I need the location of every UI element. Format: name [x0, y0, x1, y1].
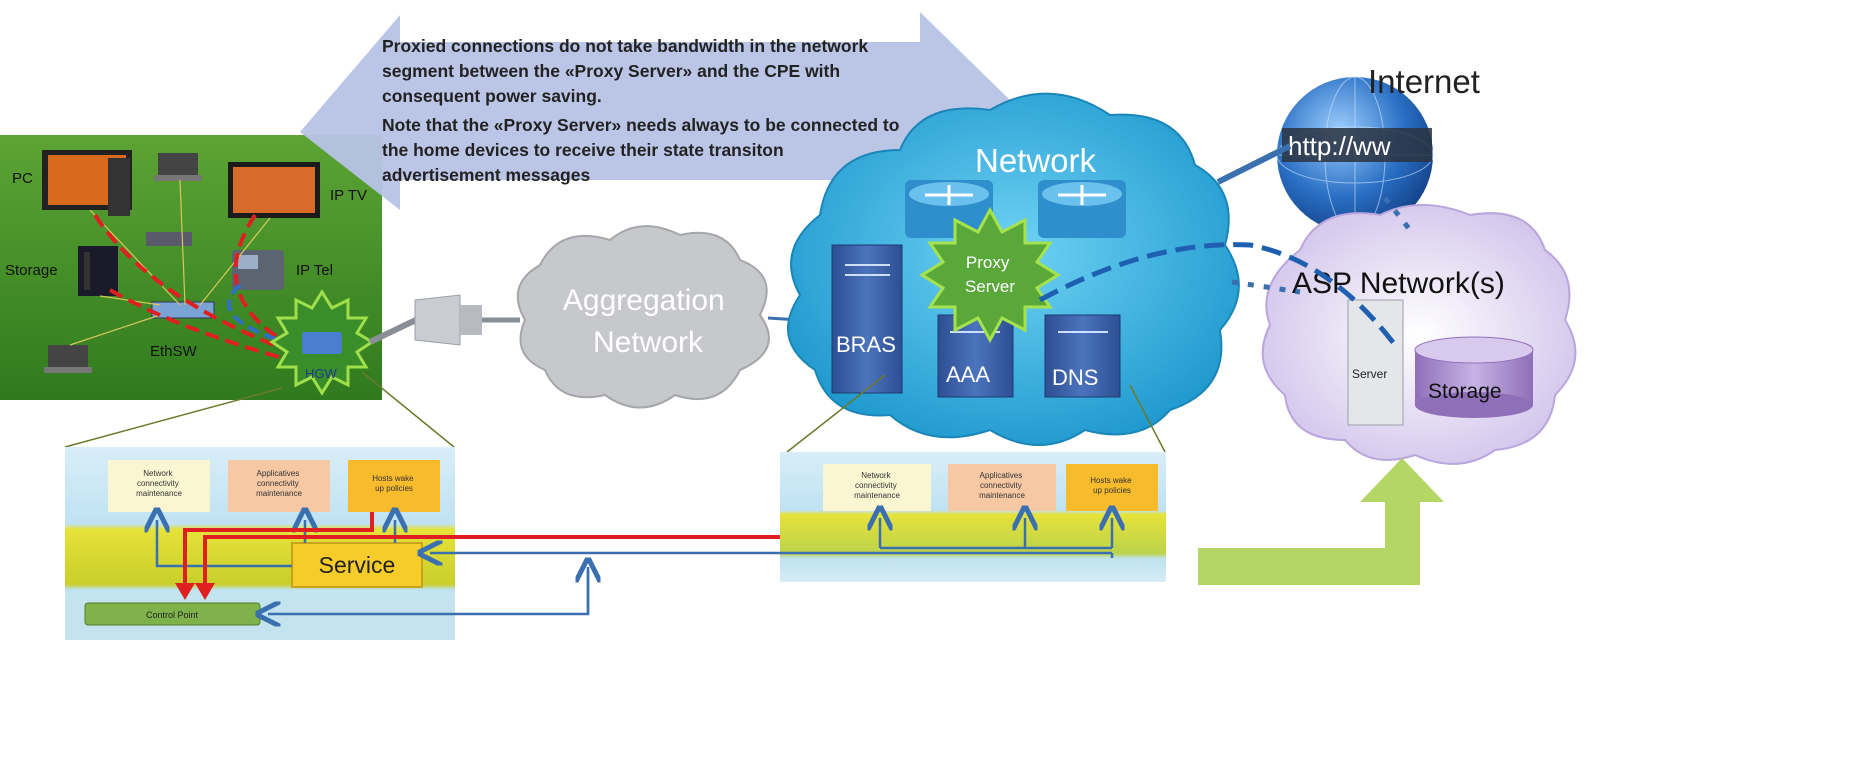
left-box-hosts-text: Hosts wake up policies [372, 474, 416, 493]
network-internet-link [1216, 143, 1292, 185]
laptop-icon [44, 345, 92, 373]
callout-line: consequent power saving. [382, 86, 602, 106]
service-label: Service [319, 552, 396, 578]
phone-icon [232, 250, 284, 290]
box-line: connectivity [855, 481, 897, 490]
iptv-label: IP TV [330, 187, 367, 204]
asp-cloud [1261, 204, 1577, 465]
aaa-server [937, 314, 1014, 398]
asp-server-icon [1347, 299, 1404, 426]
aggregation-cloud [516, 225, 770, 409]
callout-line: the home devices to receive their state … [382, 140, 784, 160]
box-line: up policies [1093, 486, 1131, 495]
proxy-asp-path [1038, 242, 1397, 347]
ethsw-label: EthSW [150, 343, 198, 360]
left-box-applicatives-text: Applicatives connectivity maintenance [256, 469, 302, 498]
box-line: maintenance [256, 489, 302, 498]
network-title: Network [975, 142, 1097, 179]
iptel-label: IP Tel [296, 262, 333, 279]
router-icon [1038, 180, 1126, 238]
box-line: maintenance [979, 491, 1025, 500]
left-box-network-text: Network connectivity maintenance [136, 469, 182, 498]
bras-server [831, 244, 903, 394]
asp-dotted-links [1231, 196, 1412, 295]
callout-arrow [300, 12, 1020, 210]
dns-label: DNS [1052, 365, 1098, 390]
proxy-label: Proxy Server [965, 253, 1015, 296]
right-box-network [823, 464, 931, 511]
storage-label: Storage [5, 262, 58, 279]
callout-line: segment between the «Proxy Server» and t… [382, 61, 840, 81]
green-up-arrow [1198, 458, 1444, 585]
box-line: Network [143, 469, 173, 478]
box-line: Applicatives [980, 471, 1023, 480]
storage-device-icon [78, 246, 118, 296]
left-box-hosts [348, 460, 440, 512]
url-text: http://ww [1288, 131, 1391, 161]
box-line: Applicatives [257, 469, 300, 478]
proxy-line: Proxy [966, 253, 1010, 272]
callout-line: Proxied connections do not take bandwidt… [382, 36, 868, 56]
internet-title: Internet [1368, 63, 1480, 100]
callout-line: advertisement messages [382, 165, 590, 185]
hgw-icon [302, 332, 342, 354]
callout-line: Note that the «Proxy Server» needs alway… [382, 115, 899, 135]
hgw-dslam-link [368, 315, 422, 345]
red-dashed-paths [93, 213, 301, 362]
box-line: up policies [375, 484, 413, 493]
dslam-icon [414, 294, 482, 346]
pc-label: PC [12, 170, 33, 187]
left-box-applicatives [228, 460, 330, 512]
proxy-line: Server [965, 277, 1015, 296]
asp-storage-label: Storage [1428, 380, 1502, 403]
right-blue-arrows [430, 518, 1112, 558]
asp-storage-icon [1414, 336, 1534, 418]
right-box-applicatives [948, 464, 1056, 511]
box-line: connectivity [137, 479, 179, 488]
url-banner [1282, 128, 1432, 162]
bras-label: BRAS [836, 332, 896, 357]
aggregation-line: Aggregation [563, 284, 725, 317]
aggregation-line: Network [593, 326, 704, 359]
box-line: maintenance [136, 489, 182, 498]
box-line: Hosts wake [1090, 476, 1132, 485]
right-box-hosts-text: Hosts wake up policies [1090, 476, 1134, 495]
box-line: connectivity [257, 479, 299, 488]
zoom-lines [64, 371, 1166, 453]
right-box-network-text: Network connectivity maintenance [854, 471, 900, 500]
box-line: Network [861, 471, 891, 480]
hgw-label: HGW [305, 366, 338, 381]
aaa-label: AAA [946, 362, 990, 387]
box-line: maintenance [854, 491, 900, 500]
left-box-network [108, 460, 210, 512]
callout-text: Proxied connections do not take bandwidt… [382, 36, 904, 185]
right-box-applicatives-text: Applicatives connectivity maintenance [979, 471, 1025, 500]
asp-server-label: Server [1352, 367, 1387, 381]
dns-server [1044, 314, 1121, 398]
laptop-icon [154, 153, 202, 181]
router-icon [146, 232, 192, 246]
pc-icon [42, 150, 132, 216]
box-line: connectivity [980, 481, 1022, 490]
asp-title: ASP Network(s) [1292, 267, 1505, 300]
box-line: Hosts wake [372, 474, 414, 483]
ethernet-switch-icon [151, 301, 215, 319]
right-box-hosts [1066, 464, 1158, 511]
control-point-label: Control Point [146, 610, 199, 620]
router-icon [905, 180, 993, 238]
aggregation-label: Aggregation Network [563, 284, 733, 359]
tv-icon [228, 162, 320, 218]
proxy-starburst [919, 206, 1061, 344]
